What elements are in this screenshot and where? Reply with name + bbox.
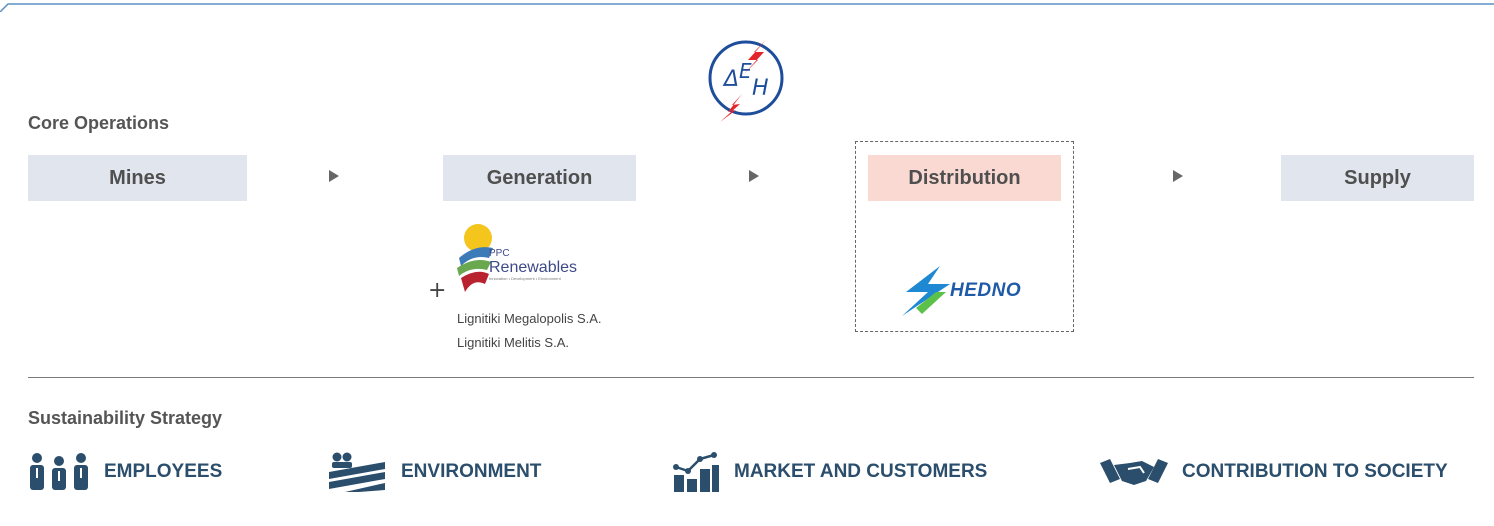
subsidiary-2: Lignitiki Melitis S.A. [457,335,569,350]
pillar-employees-label: EMPLOYEES [104,461,223,482]
core-operations-title: Core Operations [28,113,170,133]
employees-icon [30,453,88,490]
svg-text:Η: Η [752,76,769,101]
ppc-logo: Δ Ε Η [708,40,784,122]
arrow-icon [749,170,759,182]
pillar-market-label: MARKET AND CUSTOMERS [734,461,988,482]
arrow-icon [1173,170,1183,182]
svg-text:Δ: Δ [722,67,739,92]
market-icon [673,452,719,492]
pillar-environment-label: ENVIRONMENT [401,461,542,482]
plus-sign: + [428,278,447,303]
environment-icon [329,452,385,492]
frame-line [0,3,1494,12]
renewables-logo-tagline: Innovation • Development • Environment [489,276,562,281]
renewables-logo-ppc: PPC [489,248,510,259]
renewables-logo-name: Renewables [489,259,577,276]
svg-text:Ε: Ε [739,59,752,83]
handshake-icon [1100,459,1168,485]
hedno-logo [902,266,950,316]
stage-mines: Mines [28,155,247,201]
ppc-renewables-logo: PPC Renewables Innovation • Development … [457,224,577,292]
distribution-highlight-box [855,141,1074,332]
stage-supply: Supply [1281,155,1474,201]
subsidiary-1: Lignitiki Megalopolis S.A. [457,311,602,326]
sustainability-strategy-title: Sustainability Strategy [28,408,223,428]
pillar-employees: EMPLOYEES [28,449,222,495]
stage-distribution: Distribution [868,155,1061,201]
pillar-market: MARKET AND CUSTOMERS [672,449,987,495]
pillar-society: CONTRIBUTION TO SOCIETY [1100,449,1448,495]
hedno-logo-text: HEDNO [950,280,1022,301]
pillar-environment: ENVIRONMENT [329,449,541,495]
arrow-icon [329,170,339,182]
pillar-society-label: CONTRIBUTION TO SOCIETY [1182,461,1448,482]
section-divider [28,377,1474,378]
stage-generation: Generation [443,155,636,201]
